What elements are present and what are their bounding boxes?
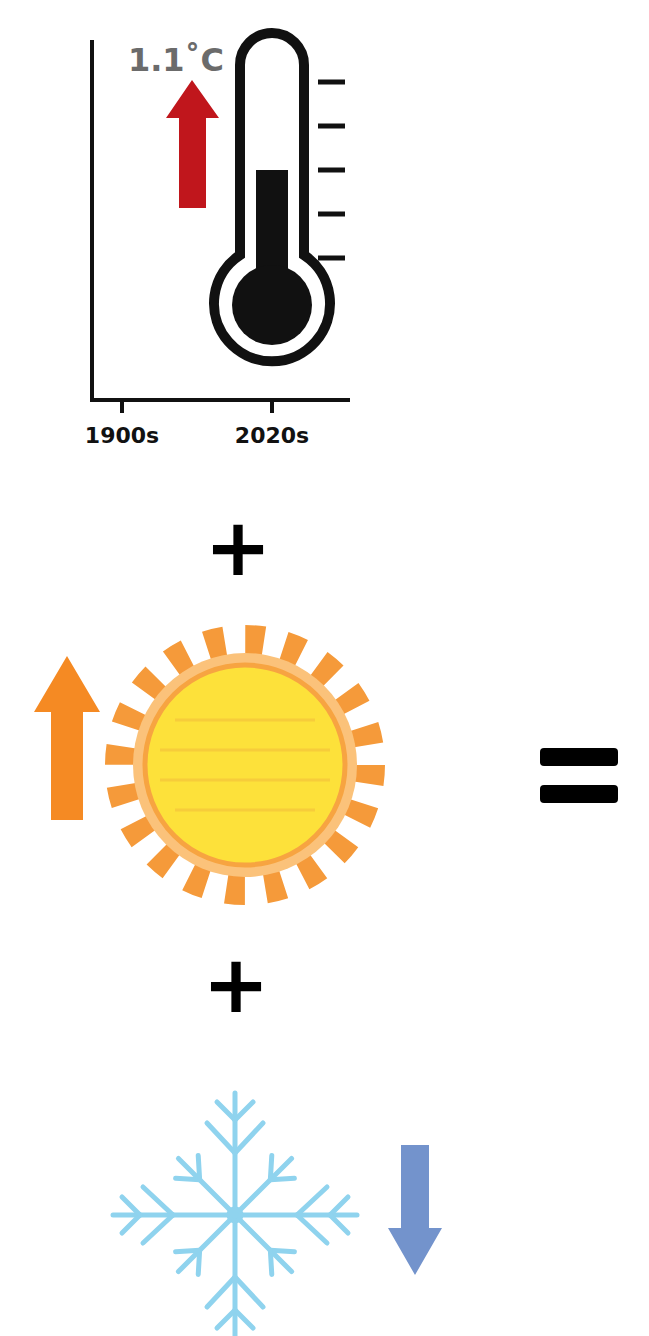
thermometer xyxy=(214,33,345,361)
plus-sign: + xyxy=(202,945,269,1025)
red-up-arrow xyxy=(166,80,219,208)
axes xyxy=(90,40,350,413)
blue-down-arrow xyxy=(388,1145,442,1275)
equals-sign xyxy=(540,748,618,803)
axis-tick-label: 2020s xyxy=(235,425,309,447)
snowflake xyxy=(113,1093,357,1336)
orange-up-arrow xyxy=(34,656,100,820)
sun xyxy=(125,645,365,885)
axis-tick-label: 1900s xyxy=(85,425,159,447)
value-label: 1.1˚C xyxy=(128,44,224,76)
plus-sign: + xyxy=(204,508,271,588)
